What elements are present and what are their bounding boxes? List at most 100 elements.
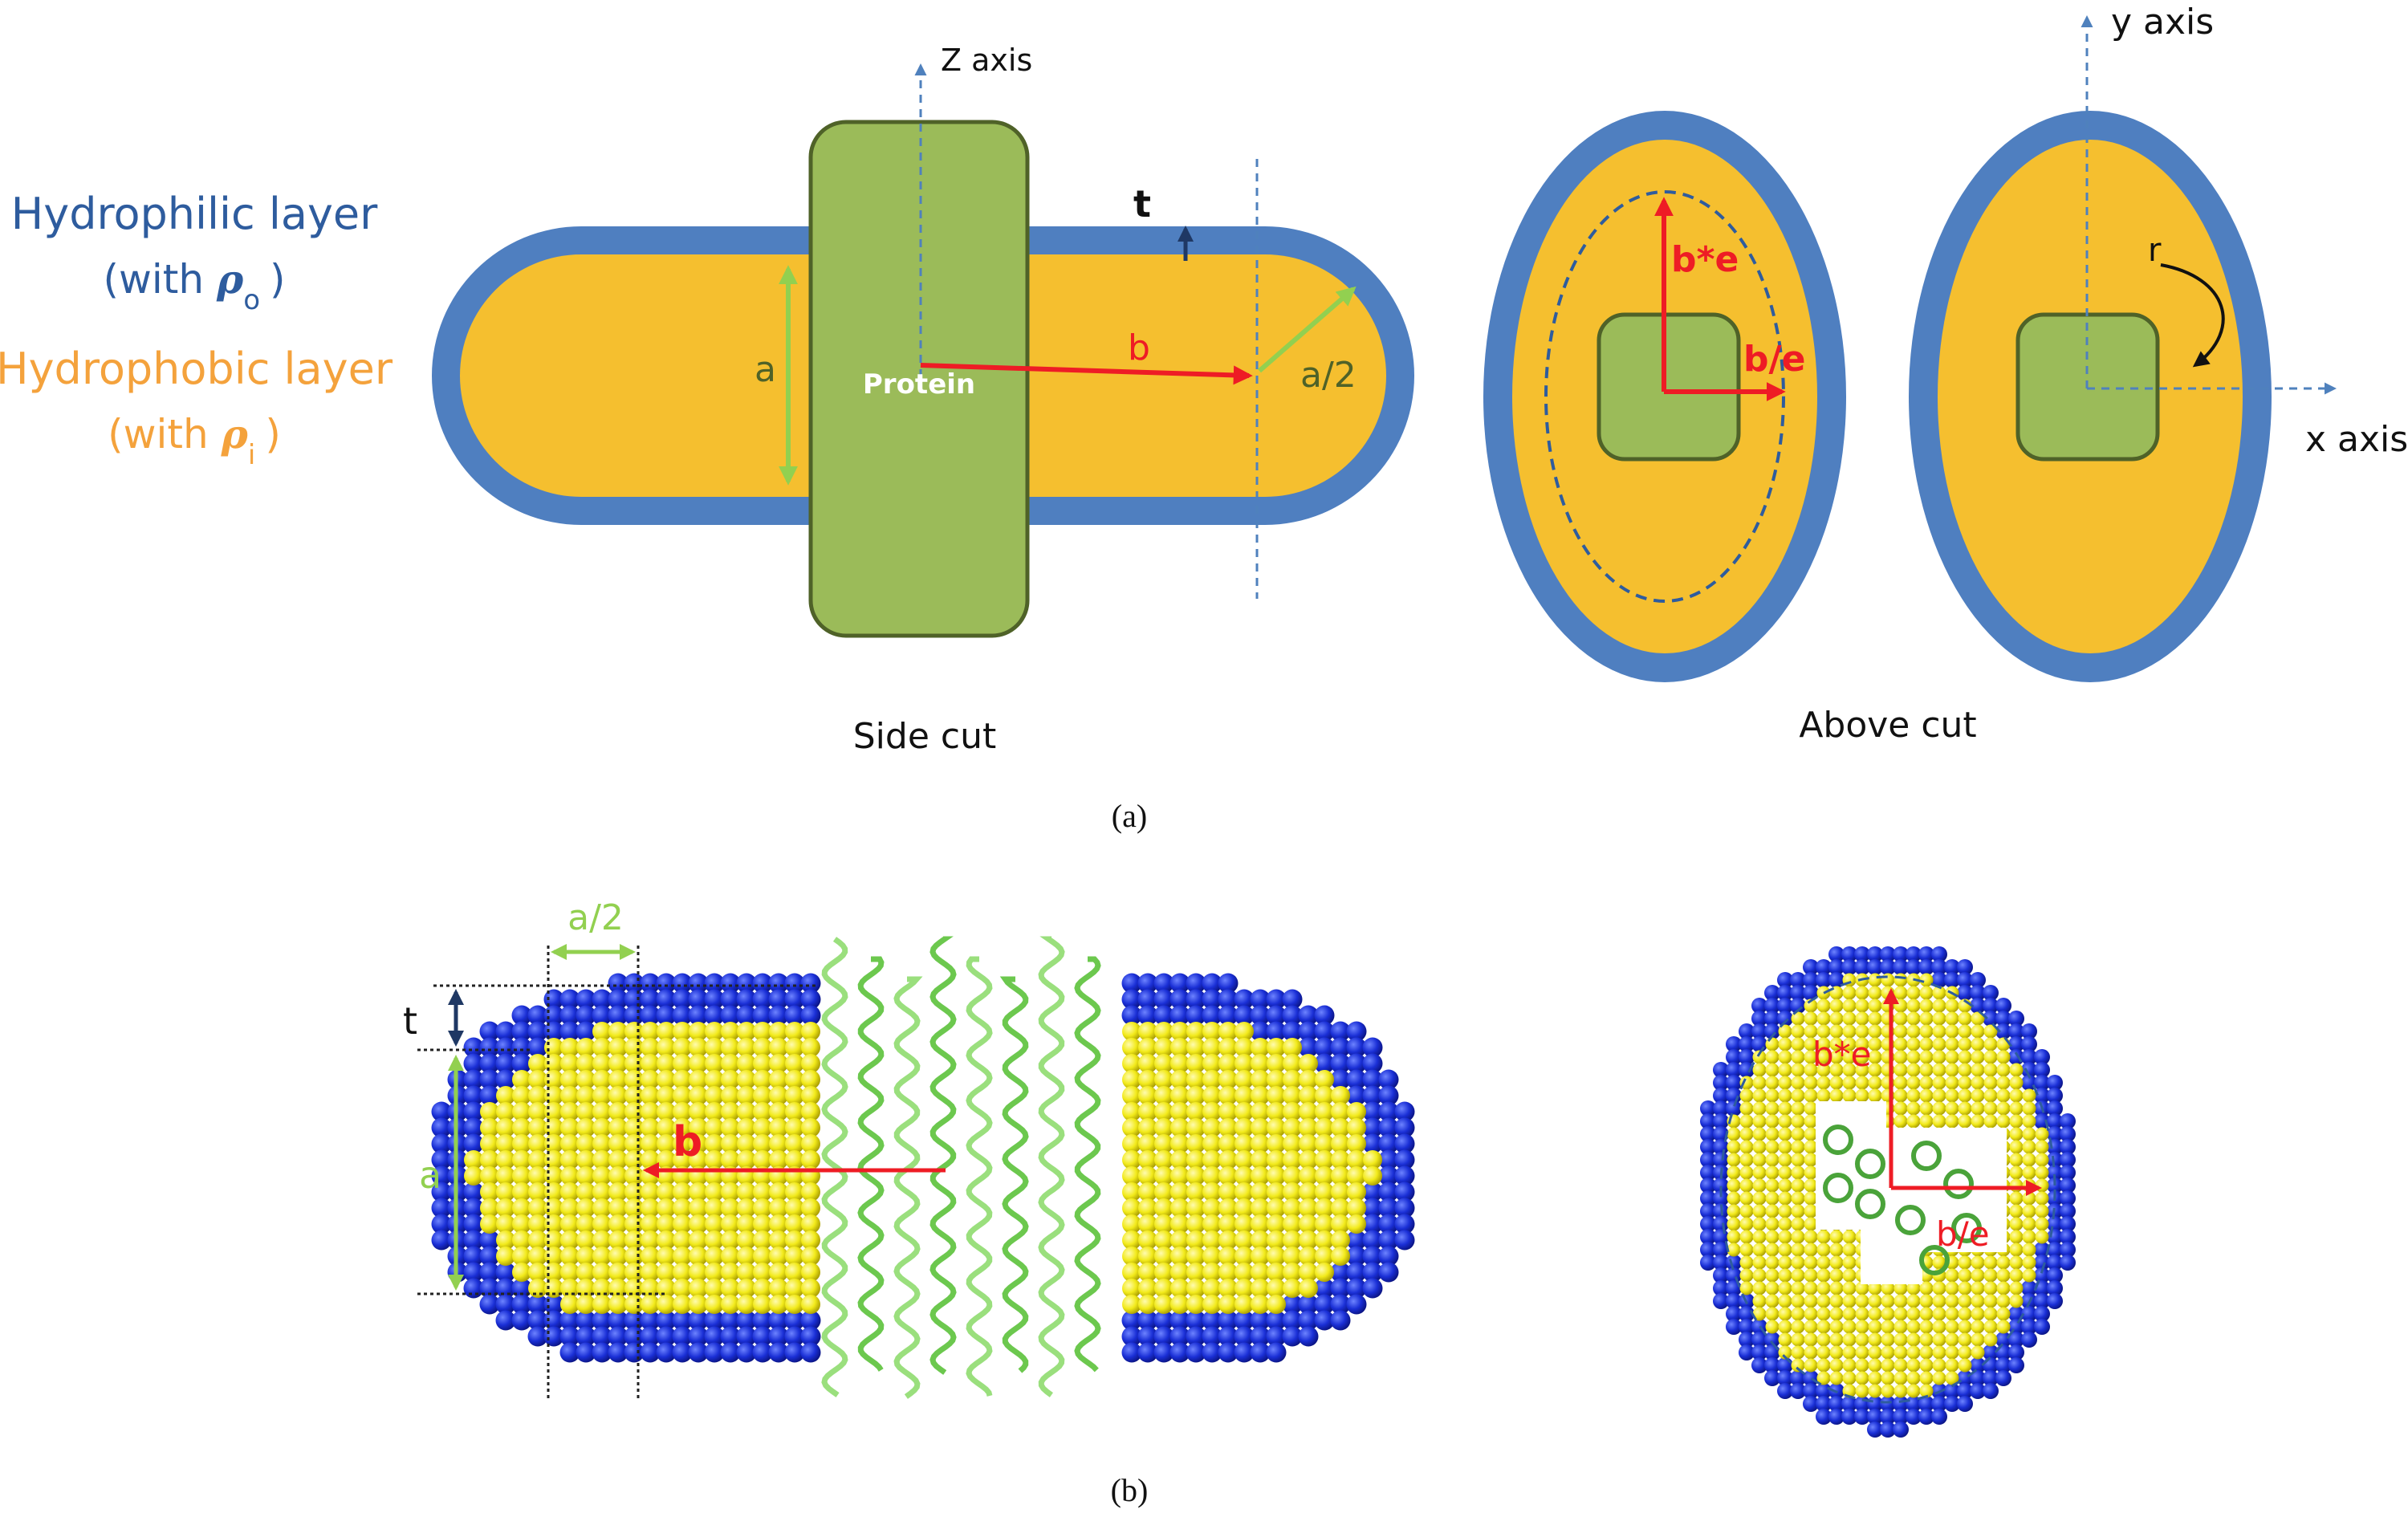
hydrophobic-bead: [1752, 1268, 1767, 1283]
hydrophilic-bead: [1362, 1278, 1383, 1299]
hydrophobic-bead: [1170, 1134, 1190, 1153]
hydrophobic-bead: [785, 1214, 804, 1234]
hydrophilic-bead: [1726, 1293, 1742, 1309]
hydrophobic-bead: [769, 1038, 788, 1057]
hydrophobic-bead: [1842, 1024, 1857, 1039]
hydrophilic-bead: [1841, 1396, 1857, 1412]
hydrophobic-bead: [1958, 1024, 1972, 1039]
hydrophilic-bead: [1931, 972, 1947, 988]
hydrophobic-bead: [753, 1054, 772, 1073]
hydrophobic-bead: [1893, 1307, 1908, 1321]
hydrophobic-bead: [1996, 1050, 2011, 1064]
hydrophobic-bead: [1752, 1191, 1767, 1206]
hydrophilic-bead: [1330, 1278, 1351, 1299]
hydrophobic-bead: [496, 1214, 515, 1234]
hydrophobic-bead: [1842, 1037, 1857, 1051]
hydrophilic-bead: [1250, 1005, 1271, 1026]
hydrophobic-bead: [1138, 1022, 1157, 1041]
hydrophobic-bead: [1283, 1182, 1302, 1202]
hydrophobic-bead: [1778, 1332, 1792, 1347]
hydrophobic-bead: [560, 1134, 580, 1153]
hydrophobic-bead: [1299, 1150, 1318, 1169]
hydrophobic-bead: [1816, 1320, 1831, 1334]
hydrophobic-bead: [1765, 1101, 1780, 1116]
hydrophobic-bead: [1945, 1076, 1959, 1090]
hydrophobic-bead: [1235, 1182, 1254, 1202]
hydrophobic-bead: [1778, 1281, 1792, 1295]
hydrophilic-bead: [656, 1310, 677, 1331]
hydrophobic-bead: [1752, 1255, 1767, 1270]
hydrophobic-bead: [1868, 1371, 1882, 1385]
hydrophilic-bead: [1700, 1242, 1716, 1258]
hydrophobic-bead: [641, 1230, 660, 1250]
hydrophobic-bead: [1881, 1384, 1895, 1398]
hydrophilic-bead: [2021, 1332, 2037, 1348]
hydrophobic-bead: [2009, 1281, 2024, 1295]
hydrophobic-bead: [1251, 1295, 1270, 1314]
hydrophobic-bead: [753, 1086, 772, 1105]
hydrophobic-bead: [1122, 1038, 1141, 1057]
hydrophobic-bead: [1267, 1134, 1286, 1153]
hydrophobic-bead: [1752, 1243, 1767, 1257]
hydrophobic-bead: [2035, 1153, 2049, 1167]
protein-helices-side: [821, 936, 1101, 1399]
hydrophilic-bead: [431, 1133, 452, 1154]
hydrophobic-bead: [801, 1070, 820, 1089]
hydrophilic-bead: [1906, 1409, 1922, 1425]
hydrophobic-bead: [1251, 1166, 1270, 1186]
hydrophilic-bead: [1202, 1310, 1222, 1331]
hydrophilic-bead: [1250, 1326, 1271, 1347]
hydrophobic-bead: [641, 1247, 660, 1266]
hydrophilic-bead: [1893, 946, 1909, 962]
hydrophobic-bead: [689, 1279, 708, 1298]
hydrophobic-bead: [560, 1070, 580, 1089]
hydrophobic-bead: [1945, 1268, 1959, 1283]
hydrophobic-bead: [1791, 1165, 1805, 1180]
hydrophobic-bead: [608, 1134, 628, 1153]
hydrophilic-bead: [1713, 1177, 1729, 1194]
hydrophobic-bead: [673, 1134, 692, 1153]
hydrophilic-bead: [1739, 1036, 1755, 1052]
hydrophobic-bead: [785, 1134, 804, 1153]
hydrophilic-bead: [784, 1310, 805, 1331]
hydrophobic-bead: [1791, 1204, 1805, 1218]
hydrophilic-bead: [1250, 989, 1271, 1010]
hydrophilic-bead: [608, 1326, 628, 1347]
hydrophobic-bead: [1932, 1332, 1946, 1347]
hydrophilic-bead: [1266, 1005, 1287, 1026]
hydrophobic-bead: [2022, 1230, 2036, 1244]
hydrophobic-bead: [1739, 1217, 1754, 1231]
legend-subscript-o: o: [243, 284, 260, 316]
hydrophilic-bead: [1739, 1319, 1755, 1335]
hydrophilic-bead: [1970, 1370, 1986, 1386]
hydrophobic-bead: [1855, 1076, 1869, 1090]
hydrophobic-bead: [576, 1214, 596, 1234]
hydrophobic-bead: [1842, 1371, 1857, 1385]
hydrophilic-bead: [1362, 1246, 1383, 1267]
hydrophilic-bead: [640, 1342, 661, 1363]
hydrophilic-bead: [1918, 959, 1934, 975]
hydrophilic-bead: [1828, 1396, 1845, 1412]
hydrophobic-bead: [608, 1198, 628, 1218]
hydrophobic-bead: [721, 1247, 740, 1266]
hydrophilic-bead: [1828, 972, 1845, 988]
hydrophilic-bead: [1186, 1005, 1206, 1026]
hydrophobic-bead: [512, 1230, 531, 1250]
hydrophobic-bead: [1267, 1279, 1286, 1298]
hydrophobic-bead: [1347, 1166, 1366, 1186]
hydrophobic-bead: [1186, 1070, 1206, 1089]
hydrophobic-bead: [1186, 1182, 1206, 1202]
hydrophobic-bead: [1996, 1294, 2011, 1308]
hydrophobic-bead: [1893, 1294, 1908, 1308]
hydrophilic-bead: [1137, 1326, 1158, 1347]
hydrophilic-bead: [1394, 1165, 1415, 1186]
hydrophilic-bead: [1713, 1242, 1729, 1258]
hydrophobic-bead: [1983, 1320, 1998, 1334]
hydrophilic-bead: [1777, 972, 1793, 988]
hydrophobic-bead: [1765, 1063, 1780, 1077]
protein-label: Protein: [863, 368, 975, 401]
hydrophobic-bead: [1791, 1255, 1805, 1270]
hydrophobic-bead: [480, 1150, 499, 1169]
hydrophobic-bead: [2035, 1204, 2049, 1218]
hydrophobic-bead: [1122, 1198, 1141, 1218]
